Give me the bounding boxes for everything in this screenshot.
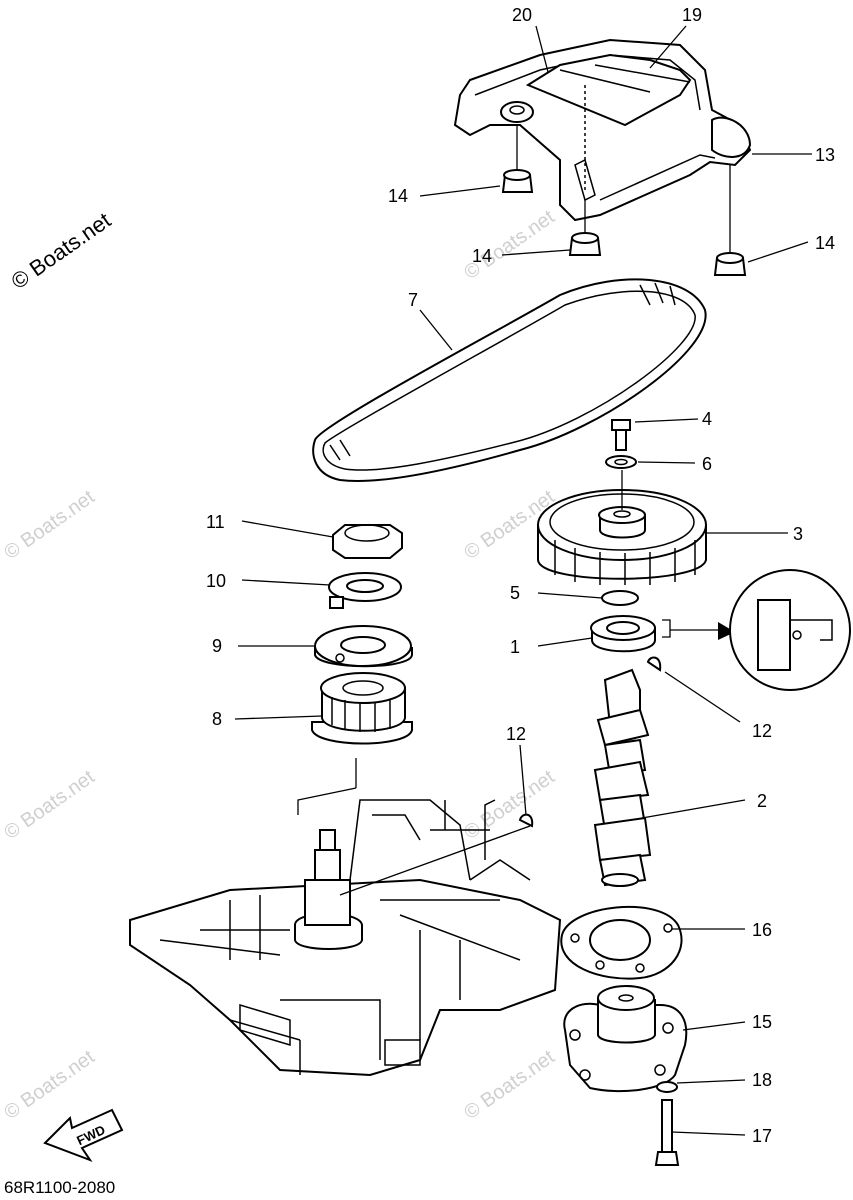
label-19: 19 — [682, 5, 702, 25]
gasket — [560, 905, 683, 980]
camshaft-pulley — [537, 470, 707, 585]
watermark-main: © Boats.net — [7, 207, 116, 294]
nut — [332, 524, 403, 559]
label-8: 8 — [212, 709, 222, 729]
washer — [656, 1081, 678, 1093]
label-2: 2 — [757, 791, 767, 811]
plate — [314, 625, 413, 668]
lock-washer — [328, 572, 402, 609]
label-20: 20 — [512, 5, 532, 25]
leader-lines — [234, 25, 812, 1136]
label-13: 13 — [815, 145, 835, 165]
label-14: 14 — [815, 233, 835, 253]
watermark-faint: © Boats.net — [0, 1046, 99, 1124]
watermark-faint: © Boats.net — [460, 206, 559, 284]
bolt — [611, 419, 631, 451]
label-17: 17 — [752, 1126, 772, 1146]
bolt — [654, 1099, 680, 1166]
label-5: 5 — [510, 583, 520, 603]
camshaft — [593, 668, 652, 887]
label-6: 6 — [702, 454, 712, 474]
label-18: 18 — [752, 1070, 772, 1090]
oil-seal — [590, 615, 656, 653]
label-4: 4 — [702, 409, 712, 429]
label-12: 12 — [752, 721, 772, 741]
timing-belt — [312, 278, 707, 482]
cylinder-block — [129, 799, 562, 1077]
watermark-faint: © Boats.net — [0, 766, 99, 844]
label-9: 9 — [212, 636, 222, 656]
label-14: 14 — [388, 186, 408, 206]
label-7: 7 — [408, 290, 418, 310]
label-16: 16 — [752, 920, 772, 940]
washer — [601, 590, 639, 606]
driven-gear — [311, 672, 413, 745]
oil-pump — [563, 985, 688, 1093]
grommet — [568, 200, 602, 256]
grommet — [501, 125, 534, 193]
part-labels: 20 19 13 14 14 14 7 4 6 3 5 1 12 2 16 15… — [206, 5, 835, 1146]
seal-detail-bubble — [662, 569, 851, 691]
label-12: 12 — [506, 724, 526, 744]
watermark-faint: © Boats.net — [0, 486, 99, 564]
label-15: 15 — [752, 1012, 772, 1032]
watermark-faint: © Boats.net — [460, 766, 559, 844]
label-10: 10 — [206, 571, 226, 591]
label-14: 14 — [472, 246, 492, 266]
timing-belt-cover — [453, 38, 752, 222]
woodruff-key — [518, 813, 534, 828]
woodruff-key — [646, 656, 662, 672]
watermark-faint: © Boats.net — [460, 1046, 559, 1124]
diagram-code: 68R1100-2080 — [4, 1178, 115, 1197]
grommet — [713, 165, 747, 276]
label-3: 3 — [793, 524, 803, 544]
fwd-arrow: FWD — [43, 1108, 124, 1163]
label-1: 1 — [510, 637, 520, 657]
label-11: 11 — [206, 512, 225, 532]
washer — [605, 455, 637, 469]
